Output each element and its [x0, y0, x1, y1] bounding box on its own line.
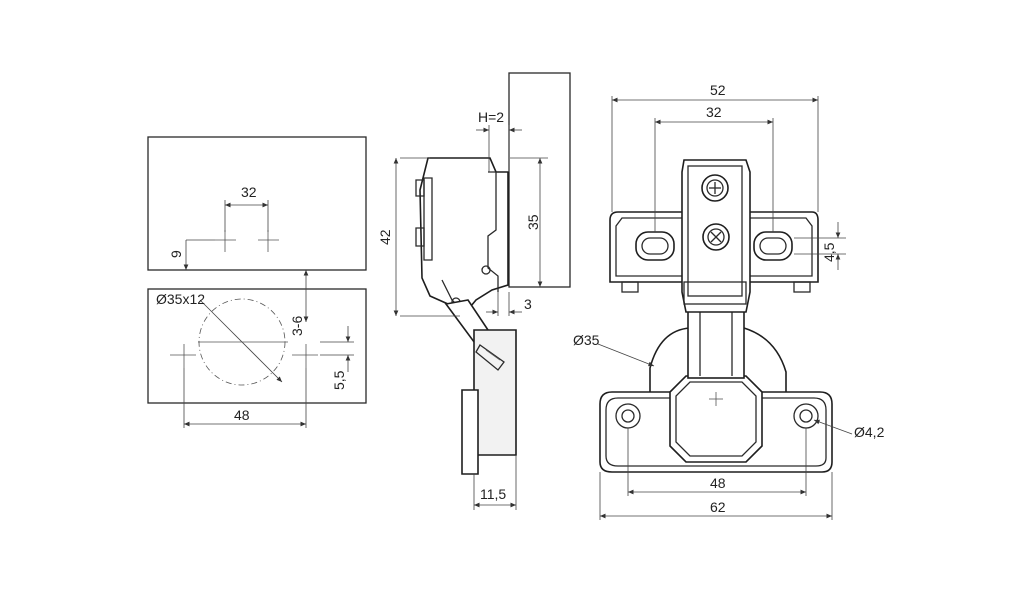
dim-cup-35: Ø35 — [573, 332, 600, 348]
dim-screw-offset-5-5: 5,5 — [331, 370, 347, 390]
dim-drill-offset-9: 9 — [168, 250, 184, 258]
dim-base-62: 62 — [710, 499, 726, 515]
dim-drill-spacing-32: 32 — [241, 184, 257, 200]
mounting-plate-panel — [147, 136, 367, 271]
dim-edge-distance: 3-6 — [289, 316, 305, 336]
door-panel — [147, 288, 367, 404]
dim-cup-hole: Ø35x12 — [156, 291, 205, 307]
hinge-arm-neck — [687, 299, 745, 379]
dim-slot-4-5: 4,5 — [821, 242, 837, 262]
dim-side-height-42: 42 — [377, 229, 393, 245]
hinge-front-view: 52 32 4,5 Ø35 Ø4,2 48 62 — [573, 82, 885, 520]
dim-screw-spacing-48: 48 — [234, 407, 250, 423]
door-screw-crosses — [170, 341, 318, 368]
dim-top-52: 52 — [710, 82, 726, 98]
dim-height-label: H=2 — [478, 109, 504, 125]
hinge-arm-body — [419, 157, 509, 313]
plate-drill-crosses — [215, 230, 279, 252]
hinge-side-view: 42 35 H=2 3 11,5 — [377, 72, 571, 510]
dim-side-11-5: 11,5 — [480, 486, 506, 502]
hinge-cup-octagon — [669, 375, 763, 463]
cabinet-side-panel — [508, 72, 571, 288]
drilling-pattern-view: 32 9 Ø35x12 3-6 5,5 48 — [147, 136, 367, 428]
dim-side-3: 3 — [524, 296, 532, 312]
dim-side-35: 35 — [525, 214, 541, 230]
dim-top-32: 32 — [706, 104, 722, 120]
dim-hole-4-2: Ø4,2 — [854, 424, 885, 440]
dim-base-48: 48 — [710, 475, 726, 491]
